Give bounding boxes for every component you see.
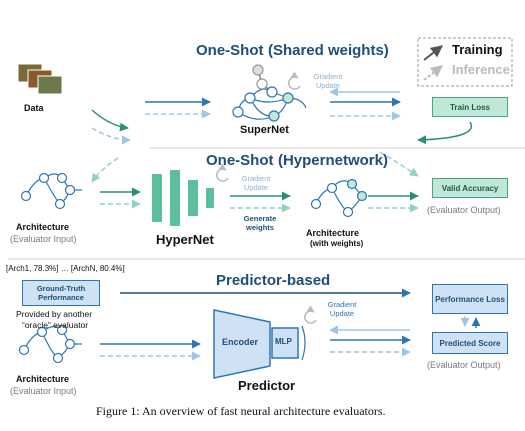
predictor-based-title: Predictor-based — [216, 272, 331, 289]
gradient-cycle-icon-2 — [216, 163, 229, 182]
provided-by-2: “oracle” evaluator — [22, 320, 89, 330]
mlp-label: MLP — [275, 337, 292, 346]
architecture-input-label-1: Architecture — [16, 222, 70, 232]
ground-truth-box: Ground-Truth Performance — [22, 280, 100, 306]
generate-weights: Generate weights — [243, 214, 277, 232]
architecture-nodes-2 — [310, 178, 368, 218]
gradient-update-1: Gradient Update — [313, 72, 343, 90]
predicted-score-box: Predicted Score — [432, 332, 508, 354]
gradient-cycle-icon-3 — [304, 305, 317, 324]
supernet-label: SuperNet — [240, 124, 289, 136]
evaluator-input-label-2: (Evaluator Input) — [10, 386, 77, 396]
evaluator-output-1: (Evaluator Output) — [427, 205, 501, 215]
evaluator-input-label-1: (Evaluator Input) — [10, 234, 77, 244]
supernet-nodes — [232, 64, 294, 122]
legend-training: Training — [452, 42, 503, 57]
legend-box — [417, 37, 513, 87]
arch-with-weights-sub: (with weights) — [310, 239, 364, 248]
training-arrow-icon — [423, 45, 443, 61]
train-loss-box: Train Loss — [432, 97, 508, 117]
pairs-text: [Arch1, 78.3%] … [ArchN, 80.4%] — [6, 264, 125, 273]
mlp-shape — [271, 327, 299, 359]
oneshot-shared-title: One-Shot (Shared weights) — [196, 42, 389, 59]
architecture-input-label-2: Architecture — [16, 374, 70, 384]
architecture-nodes-1 — [20, 172, 76, 210]
figure-caption: Figure 1: An overview of fast neural arc… — [96, 404, 386, 418]
gradient-update-3: Gradient Update — [327, 300, 357, 318]
encoder-shape — [213, 309, 271, 379]
predictor-label: Predictor — [238, 378, 296, 393]
provided-by-1: Provided by another — [16, 309, 93, 319]
performance-loss-box: Performance Loss — [432, 284, 508, 314]
inference-arrow-icon — [423, 65, 443, 81]
data-images-icon — [17, 63, 63, 95]
arch-with-weights-label: Architecture — [306, 228, 360, 238]
hypernet-label: HyperNet — [156, 232, 214, 247]
encoder-label: Encoder — [222, 337, 259, 347]
oneshot-hyper-title: One-Shot (Hypernetwork) — [206, 152, 388, 169]
evaluator-output-2: (Evaluator Output) — [427, 360, 501, 370]
gradient-cycle-icon — [288, 71, 301, 90]
architecture-nodes-3 — [18, 324, 76, 364]
data-label: Data — [24, 103, 44, 113]
legend-inference: Inference — [452, 62, 510, 77]
gradient-update-2: Gradient Update — [241, 174, 271, 192]
hypernet-bars-icon — [152, 170, 214, 226]
valid-accuracy-box: Valid Accuracy — [432, 178, 508, 198]
